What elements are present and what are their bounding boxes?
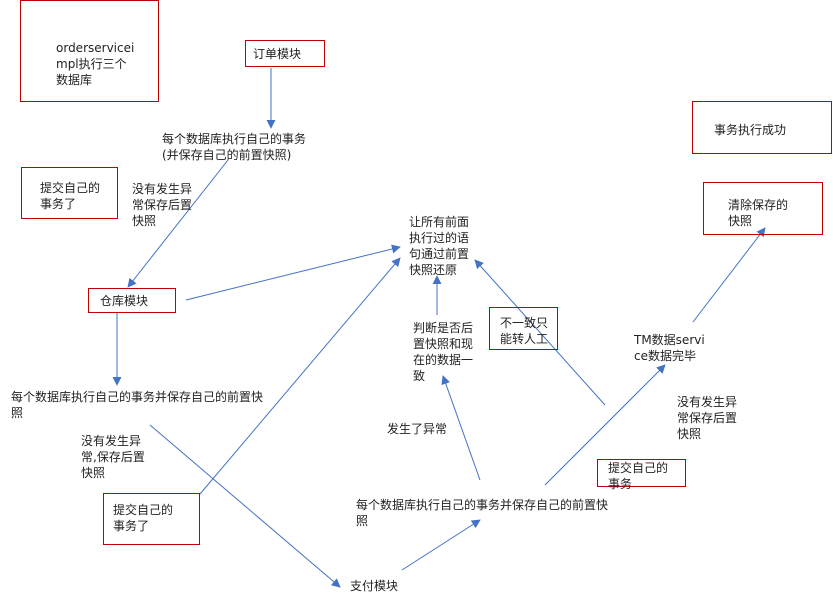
commit1-box [21,167,118,219]
commit3-text: 提交自己的 事务 [608,461,669,491]
arrow-commit1-to-restore [199,257,401,495]
tm-done-text: TM数据servi ce数据完毕 [634,333,705,363]
inconsistent-box [489,307,558,350]
commit1-text: 提交自己的 事务了 [40,181,101,211]
order-impl-text: orderservicei mpl执行三个 数据库 [56,41,135,87]
restore-text: 让所有前面 执行过的语 句通过前置 快照还原 [409,215,470,277]
no-exception-text-2: 没有发生异 常,保存后置 快照 [81,434,145,480]
arrow-each-db-3-to-tm [544,364,666,486]
arrow-pay-to-each-db-3 [401,519,481,571]
tx-success-text: 事务执行成功 [714,123,787,137]
exception-text: 发生了异常 [387,422,448,436]
arrow-tm-to-clear [692,227,766,323]
each-db-text-1: 每个数据库执行自己的事务 (并保存自己的前置快照) [162,132,307,162]
arrow-to-restore-from-inconsistent [474,259,606,406]
commit3-box [597,459,686,487]
order-impl-box [20,0,159,102]
commit2-text: 提交自己的 事务了 [113,503,174,533]
no-exception-text-3: 没有发生异 常保存后置 快照 [677,395,738,441]
warehouse-text: 仓库模块 [100,294,149,308]
inconsistent-text: 不一致只 能转人工 [500,316,549,346]
each-db-text-3: 每个数据库执行自己的事务并保存自己的前置快 照 [356,498,609,528]
judge-text: 判断是否后 置快照和现 在的数据一 致 [413,321,474,383]
warehouse-box [88,288,176,313]
tx-success-box [692,101,832,154]
no-exception-text-1: 没有发生异 常保存后置 快照 [132,182,193,228]
order-module-box [245,40,325,67]
commit2-box [103,493,200,545]
order-module-text: 订单模块 [253,47,302,61]
arrow-each-db-2-to-pay [149,424,341,588]
clear-snapshot-box [703,182,823,235]
each-db-text-2: 每个数据库执行自己的事务并保存自己的前置快 照 [11,390,264,420]
arrow-each-db-to-warehouse [127,159,229,288]
clear-snapshot-text: 清除保存的 快照 [728,198,789,228]
arrow-warehouse-to-restore [185,244,401,301]
arrow-each-db-3-to-judge [441,375,481,481]
pay-module-text: 支付模块 [350,579,399,593]
